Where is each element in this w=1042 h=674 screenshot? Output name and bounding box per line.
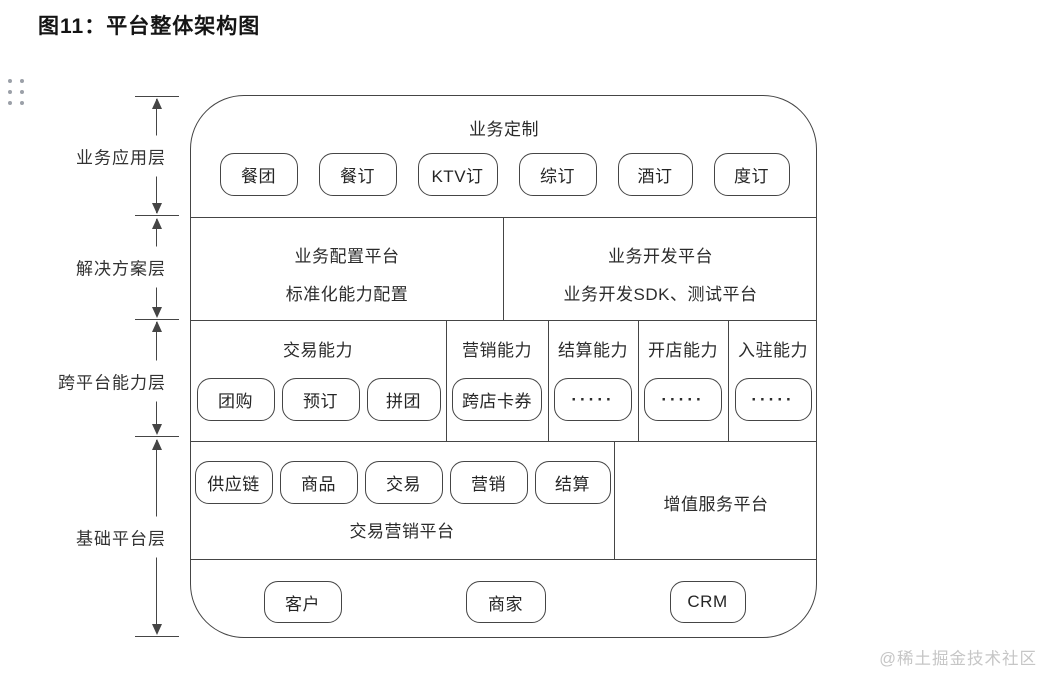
arrow-up-icon: [151, 439, 162, 450]
arrow-up-icon: [151, 218, 162, 229]
chip-settlement: 结算: [534, 461, 611, 504]
scale-tick: [135, 96, 179, 97]
dots-grid-icon: [8, 79, 24, 105]
dev-platform-line2: 业务开发SDK、测试平台: [563, 285, 758, 304]
layer-label-business-application: 业务应用层: [72, 135, 168, 177]
chip-supply-chain: 供应链: [194, 461, 273, 504]
chip-customer: 客户: [263, 581, 342, 623]
layer-label-base-platform: 基础平台层: [72, 516, 168, 558]
row-divider: [191, 441, 816, 442]
arrow-down-icon: [151, 307, 162, 318]
architecture-frame: 业务定制 餐团 餐订 KTV订 综订 酒订 度订 业务配置平台 标准化能力配置 …: [190, 95, 817, 638]
community-watermark: @稀土掘金技术社区: [879, 650, 1037, 668]
marketing-capability-chip-row: 跨店卡券: [446, 378, 548, 421]
column-divider: [728, 320, 729, 441]
chip-ktvding: KTV订: [417, 153, 498, 196]
column-divider: [638, 320, 639, 441]
config-platform-line2: 标准化能力配置: [285, 285, 409, 304]
scale-tick: [135, 636, 179, 637]
cell-business-config-platform: 业务配置平台 标准化能力配置: [191, 242, 503, 305]
arrow-up-icon: [151, 321, 162, 332]
base-entities-chip-row: 客户 商家 CRM: [191, 581, 818, 623]
label-trade-marketing-platform: 交易营销平台: [349, 522, 455, 541]
scale-tick: [135, 319, 179, 320]
figure-title: 图11：平台整体架构图: [38, 15, 261, 38]
trade-marketing-chip-row: 供应链 商品 交易 营销 结算: [191, 461, 614, 504]
onboard-capability-chip-row: ·····: [728, 378, 818, 421]
chip-marketing: 营销: [449, 461, 528, 504]
chip-merchant: 商家: [465, 581, 546, 623]
section-title-onboard-capability: 入驻能力: [738, 341, 808, 360]
column-divider: [548, 320, 549, 441]
arrow-up-icon: [151, 98, 162, 109]
arrow-down-icon: [151, 624, 162, 635]
chip-cross-store-coupon: 跨店卡券: [452, 378, 542, 421]
chip-zongding: 综订: [518, 153, 597, 196]
label-value-added-platform: 增值服务平台: [663, 495, 769, 514]
chip-yuding: 预订: [281, 378, 360, 421]
column-divider: [614, 441, 615, 559]
chip-crm: CRM: [669, 581, 746, 623]
trade-capability-chip-row: 团购 预订 拼团: [191, 378, 446, 421]
section-title-business-custom: 业务定制: [469, 120, 539, 139]
section-title-settle-capability: 结算能力: [558, 341, 628, 360]
layer-label-solution: 解决方案层: [72, 246, 168, 288]
scale-tick: [135, 215, 179, 216]
chip-pintuan: 拼团: [366, 378, 441, 421]
cell-business-dev-platform: 业务开发平台 业务开发SDK、测试平台: [503, 242, 818, 305]
column-divider: [503, 217, 504, 320]
arrow-down-icon: [151, 424, 162, 435]
scale-tick: [135, 436, 179, 437]
arrow-down-icon: [151, 203, 162, 214]
dev-platform-line1: 业务开发平台: [608, 247, 713, 266]
row-divider: [191, 559, 816, 560]
openshop-capability-chip-row: ·····: [638, 378, 728, 421]
row-divider: [191, 320, 816, 321]
chip-goods: 商品: [279, 461, 358, 504]
chip-ellipsis: ·····: [644, 378, 722, 421]
chip-duding: 度订: [713, 153, 790, 196]
chip-tuangou: 团购: [196, 378, 275, 421]
section-title-marketing-capability: 营销能力: [462, 341, 532, 360]
chip-ellipsis: ·····: [734, 378, 812, 421]
section-title-trade-capability: 交易能力: [283, 341, 353, 360]
chip-canding: 餐订: [318, 153, 397, 196]
column-divider: [446, 320, 447, 441]
config-platform-line1: 业务配置平台: [294, 247, 400, 266]
section-title-openshop-capability: 开店能力: [648, 341, 718, 360]
chip-trade: 交易: [364, 461, 443, 504]
business-custom-chip-row: 餐团 餐订 KTV订 综订 酒订 度订: [191, 153, 818, 196]
chip-ellipsis: ·····: [554, 378, 632, 421]
chip-jiuding: 酒订: [617, 153, 693, 196]
layer-label-cross-platform: 跨平台能力层: [54, 360, 168, 402]
chip-canntuan: 餐团: [219, 153, 298, 196]
settle-capability-chip-row: ·····: [548, 378, 638, 421]
